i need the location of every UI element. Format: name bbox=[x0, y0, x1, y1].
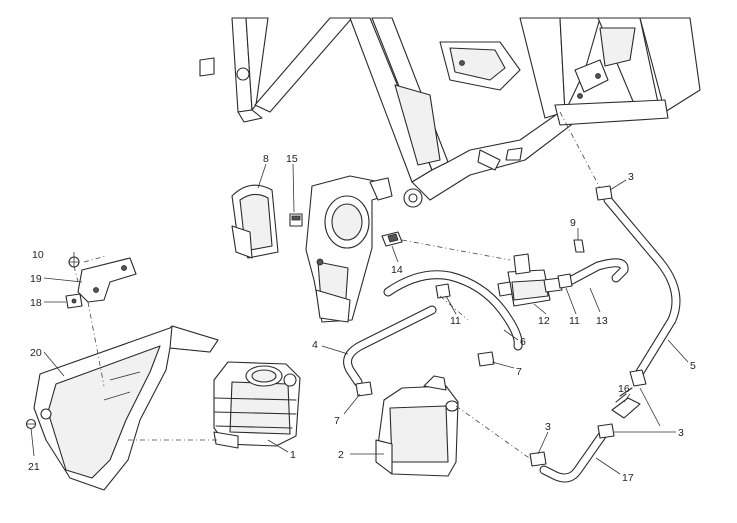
callout-16: 16 bbox=[618, 383, 630, 395]
throttle-body-intake bbox=[305, 175, 393, 323]
callout-11-right: 11 bbox=[569, 315, 580, 327]
callout-2: 2 bbox=[338, 449, 344, 461]
callout-6: 6 bbox=[520, 336, 526, 348]
hose-4 bbox=[343, 305, 437, 387]
part-20-side-panel bbox=[33, 325, 219, 491]
callout-18: 18 bbox=[30, 297, 42, 309]
callout-labels: 1 2 3 3 3 4 5 6 7 7 8 9 10 11 11 12 13 1… bbox=[28, 153, 696, 484]
callout-14: 14 bbox=[391, 264, 403, 276]
callout-8: 8 bbox=[263, 153, 269, 165]
hose-17 bbox=[539, 425, 611, 483]
part-12-purge-valve bbox=[497, 253, 563, 307]
part-7-clamp-left bbox=[355, 381, 373, 397]
part-1-airbox bbox=[213, 361, 301, 449]
part-3-clamp-lower bbox=[529, 451, 547, 467]
part-16-check-valve bbox=[611, 369, 647, 419]
callout-3-upper: 3 bbox=[628, 171, 634, 183]
part-15-clip bbox=[289, 213, 303, 227]
callout-3-middle: 3 bbox=[678, 427, 684, 439]
part-7-clamp-right bbox=[477, 351, 495, 367]
part-3-clamp-middle bbox=[597, 423, 615, 439]
callout-10: 10 bbox=[32, 249, 44, 261]
callout-4: 4 bbox=[312, 339, 318, 351]
callout-13: 13 bbox=[596, 315, 608, 327]
callout-7-left: 7 bbox=[334, 415, 340, 427]
leader-lines bbox=[30, 163, 689, 475]
part-2-canister bbox=[375, 375, 459, 477]
part-11-clamp-right bbox=[557, 273, 573, 289]
part-21-screw bbox=[25, 418, 37, 430]
callout-9: 9 bbox=[570, 217, 576, 229]
part-3-clamp-upper bbox=[595, 185, 613, 201]
hose-5 bbox=[603, 195, 681, 377]
callout-12: 12 bbox=[538, 315, 550, 327]
part-9-clip bbox=[573, 239, 585, 253]
hose-13 bbox=[563, 258, 629, 287]
part-14-connector bbox=[381, 231, 403, 247]
callout-19: 19 bbox=[30, 273, 42, 285]
motorcycle-frame bbox=[199, 17, 701, 208]
callout-5: 5 bbox=[690, 360, 696, 372]
part-10-screw bbox=[68, 256, 80, 268]
callout-15: 15 bbox=[286, 153, 298, 165]
callout-17: 17 bbox=[622, 472, 634, 484]
callout-1: 1 bbox=[290, 449, 296, 461]
callout-21: 21 bbox=[28, 461, 40, 473]
part-11-clamp-left bbox=[435, 283, 451, 299]
part-18-nut bbox=[65, 293, 83, 309]
hose-6 bbox=[383, 270, 523, 351]
part-8-heat-shield-cover bbox=[231, 184, 279, 259]
callout-3-lower: 3 bbox=[545, 421, 551, 433]
callout-7-right: 7 bbox=[516, 366, 522, 378]
callout-11-left: 11 bbox=[450, 315, 461, 327]
connection-lines bbox=[73, 111, 601, 461]
callout-20: 20 bbox=[30, 347, 42, 359]
part-19-bracket bbox=[77, 257, 137, 303]
